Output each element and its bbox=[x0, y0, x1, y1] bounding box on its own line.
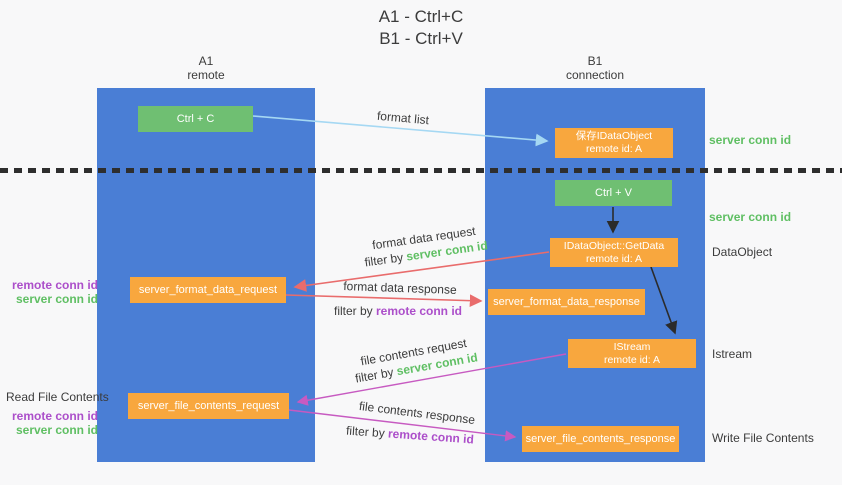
label-remote-conn-id: remote conn id bbox=[387, 426, 475, 447]
lane-a1-role: remote bbox=[187, 68, 225, 82]
annotation-server-conn-id-left-top: server conn id bbox=[15, 292, 98, 306]
node-ctrl-v-label: Ctrl + V bbox=[595, 186, 632, 199]
page-title-line2: B1 - Ctrl+V bbox=[379, 29, 463, 48]
node-server-file-contents-request: server_file_contents_request bbox=[128, 393, 289, 419]
label-format-data-response-filter: filter by remote conn id bbox=[333, 304, 463, 318]
page-title: A1 - Ctrl+C B1 - Ctrl+V bbox=[0, 6, 842, 50]
node-ctrl-v: Ctrl + V bbox=[555, 180, 672, 206]
node-server-file-contents-response: server_file_contents_response bbox=[522, 426, 679, 452]
node-server-format-data-request-label: server_format_data_request bbox=[138, 283, 278, 296]
annotation-remote-conn-id-bottom: remote conn id bbox=[11, 409, 98, 423]
annotation-write-file-contents: Write File Contents bbox=[712, 431, 814, 445]
label-file-contents-request: file contents request filter by server c… bbox=[329, 329, 502, 390]
label-remote-conn-id: remote conn id bbox=[376, 304, 463, 318]
node-server-file-contents-request-label: server_file_contents_request bbox=[137, 399, 280, 412]
annotation-server-conn-id-top: server conn id bbox=[709, 133, 792, 147]
session-divider bbox=[0, 168, 842, 173]
annotation-dataobject: DataObject bbox=[712, 245, 773, 259]
node-idataobject-getdata-line1: IDataObject::GetData bbox=[563, 239, 665, 252]
node-ctrl-c: Ctrl + C bbox=[138, 106, 253, 132]
node-istream-line1: IStream bbox=[613, 340, 651, 353]
node-server-format-data-request: server_format_data_request bbox=[130, 277, 286, 303]
annotation-server-conn-id-left-bottom: server conn id bbox=[15, 423, 98, 437]
annotation-remote-conn-id-top: remote conn id bbox=[11, 278, 98, 292]
node-server-file-contents-response-label: server_file_contents_response bbox=[525, 432, 676, 445]
annotation-server-conn-id-mid: server conn id bbox=[709, 210, 792, 224]
lane-b1-role: connection bbox=[565, 68, 625, 82]
label-format-list: format list bbox=[376, 108, 430, 128]
lane-header-b1: B1 connection bbox=[485, 54, 705, 82]
lane-a1-id: A1 bbox=[198, 54, 214, 68]
page-title-line1: A1 - Ctrl+C bbox=[378, 7, 464, 26]
annotation-istream: Istream bbox=[712, 347, 753, 361]
node-ctrl-c-label: Ctrl + C bbox=[176, 112, 215, 125]
node-istream: IStream remote id: A bbox=[568, 339, 696, 368]
node-server-format-data-response-label: server_format_data_response bbox=[493, 295, 640, 308]
lane-header-a1: A1 remote bbox=[97, 54, 315, 82]
node-save-dataobject: 保存IDataObject remote id: A bbox=[555, 128, 673, 158]
annotation-conn-ids-bottom: remote conn id server conn id bbox=[0, 409, 98, 437]
node-istream-line2: remote id: A bbox=[603, 353, 661, 366]
node-idataobject-getdata: IDataObject::GetData remote id: A bbox=[550, 238, 678, 267]
node-server-format-data-response: server_format_data_response bbox=[488, 289, 645, 315]
node-save-dataobject-line1: 保存IDataObject bbox=[575, 130, 653, 142]
annotation-read-file-contents: Read File Contents bbox=[6, 390, 109, 404]
node-idataobject-getdata-line2: remote id: A bbox=[585, 252, 643, 265]
lane-b1-id: B1 bbox=[587, 54, 603, 68]
annotation-conn-ids-top: remote conn id server conn id bbox=[0, 278, 98, 306]
node-save-dataobject-line2: remote id: A bbox=[585, 143, 643, 155]
label-format-data-response: format data response bbox=[343, 279, 457, 297]
